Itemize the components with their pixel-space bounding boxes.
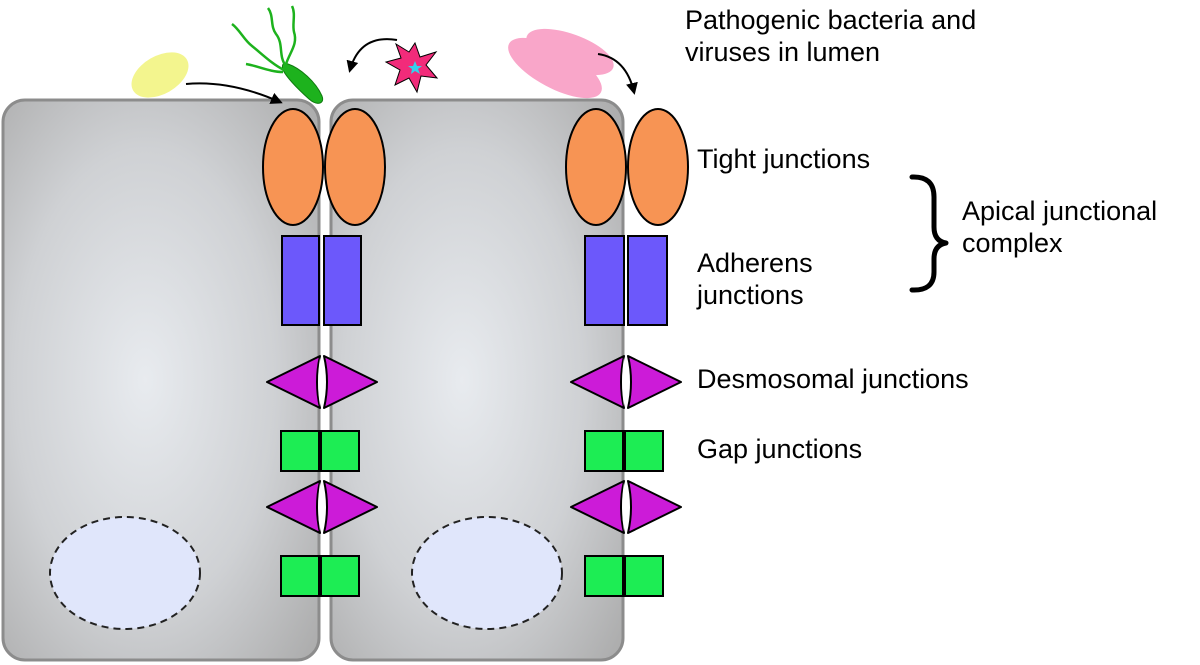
apical-complex-brace bbox=[909, 174, 949, 293]
pink-bacterium-icon bbox=[508, 28, 614, 99]
tight-junction bbox=[324, 108, 386, 226]
adherens-label-line-1: Adherens bbox=[697, 248, 813, 278]
desmosomal-junction bbox=[570, 355, 682, 409]
lumen-label: Pathogenic bacteria and viruses in lumen bbox=[685, 4, 976, 68]
tight-junctions-label: Tight junctions bbox=[697, 144, 871, 174]
tight-junction bbox=[565, 108, 627, 226]
flagellated-bacterium-icon bbox=[231, 5, 324, 104]
desmosomal-junctions-label: Desmosomal junctions bbox=[697, 364, 969, 394]
adherens-junction bbox=[584, 235, 625, 326]
gap-junction bbox=[280, 555, 360, 597]
gap-junction bbox=[584, 555, 664, 597]
lumen-label-line-1: Pathogenic bacteria and bbox=[685, 5, 977, 35]
yellow-bacterium-icon bbox=[131, 52, 189, 98]
desmosomal-junction bbox=[266, 355, 378, 409]
invasion-arrow bbox=[185, 82, 283, 104]
gap-junctions-label: Gap junctions bbox=[697, 434, 863, 464]
tight-junction bbox=[262, 108, 324, 226]
adherens-junction bbox=[281, 235, 320, 326]
tight-junction bbox=[627, 108, 689, 226]
star-virus-icon bbox=[384, 41, 439, 94]
apical-label-line-1: Apical junctional bbox=[962, 196, 1158, 226]
gap-junction bbox=[280, 430, 360, 472]
invasion-arrow bbox=[597, 53, 638, 95]
apical-junctional-complex-label: Apical junctional complex bbox=[962, 195, 1157, 259]
nucleus-left bbox=[49, 516, 201, 630]
gap-junction bbox=[584, 430, 664, 472]
adherens-junction bbox=[627, 235, 668, 326]
lumen-label-line-2: viruses in lumen bbox=[685, 37, 881, 67]
apical-label-line-2: complex bbox=[962, 228, 1063, 258]
adherens-junction bbox=[323, 235, 362, 326]
desmosomal-junction bbox=[570, 480, 682, 534]
adherens-junctions-label: Adherens junctions bbox=[697, 247, 813, 311]
desmosomal-junction bbox=[266, 480, 378, 534]
invasion-arrow bbox=[346, 38, 398, 73]
nucleus-right bbox=[411, 516, 563, 630]
adherens-label-line-2: junctions bbox=[697, 280, 804, 310]
